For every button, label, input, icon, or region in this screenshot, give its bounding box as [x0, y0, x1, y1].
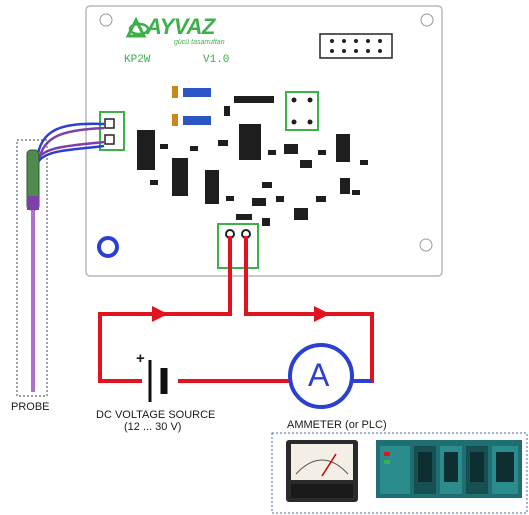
mount-hole	[420, 13, 434, 27]
output-terminal	[217, 223, 259, 269]
analog-meter-icon	[286, 440, 358, 502]
brand-tagline: gücü tasarruftan	[174, 39, 225, 46]
pin-header	[319, 33, 393, 59]
ammeter-label: AMMETER (or PLC)	[287, 419, 387, 431]
plc-icon	[376, 440, 522, 498]
mount-hole	[99, 13, 113, 27]
pcb-board	[85, 5, 443, 277]
mount-hole-blue	[97, 236, 119, 258]
probe-label: PROBE	[11, 401, 50, 413]
board-model: KP2W	[124, 54, 151, 66]
current-arrow	[314, 306, 330, 322]
probe	[16, 139, 48, 397]
battery-icon	[142, 360, 178, 402]
logo-icon	[125, 16, 150, 38]
mount-hole	[419, 238, 433, 252]
current-arrow	[152, 306, 168, 322]
equipment-photo	[271, 432, 528, 514]
pcb-components	[99, 86, 368, 226]
ammeter-symbol: A	[308, 357, 330, 393]
brand-name: AYVAZ	[146, 14, 215, 39]
dc-source-label: DC VOLTAGE SOURCE	[96, 409, 216, 421]
dc-source-range: (12 ... 30 V)	[124, 421, 182, 433]
board-version: V1.0	[203, 54, 230, 66]
ammeter-icon	[288, 343, 354, 409]
battery-plus-sign: +	[136, 350, 145, 367]
